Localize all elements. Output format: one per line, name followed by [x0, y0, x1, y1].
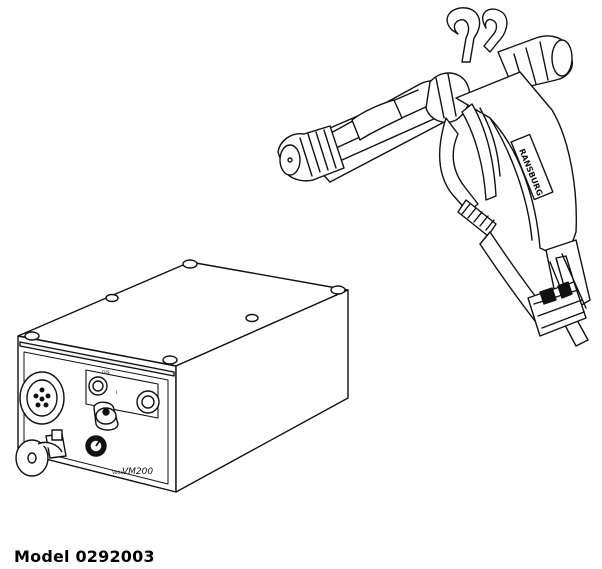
spray-gun-drawing: RANSBURG — [277, 7, 591, 347]
svg-text:I: I — [116, 390, 117, 396]
control-box-drawing: DIS Volts I — [15, 259, 349, 493]
svg-text:Volts: Volts — [112, 470, 123, 476]
svg-text:DIS: DIS — [102, 370, 110, 376]
control-box-model-label: VM200 — [122, 467, 153, 477]
model-caption: Model 0292003 — [14, 547, 155, 566]
